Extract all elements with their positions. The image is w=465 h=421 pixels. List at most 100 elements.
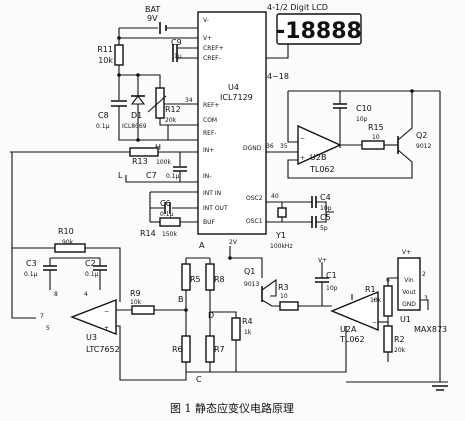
osc-ground [316, 201, 334, 223]
pin-34: 34 [185, 97, 193, 104]
c7-name: C7 [146, 171, 157, 180]
u4-pin-intout: INT OUT [203, 205, 228, 212]
u4-pin-inm: IN- [203, 173, 211, 180]
u3-opamp [70, 298, 117, 336]
lcd-display [276, 13, 362, 45]
r1-name: R1 [365, 285, 376, 294]
r15-resistor [361, 140, 385, 150]
node-a: A [199, 241, 205, 250]
r7-name: R7 [214, 345, 225, 354]
r15-value: 10 [372, 134, 380, 141]
c9-leads [178, 47, 198, 59]
c10-plates [333, 103, 347, 109]
c8-value: 0.1μ [96, 123, 110, 130]
node-b: B [178, 295, 184, 304]
u3-part: LTC7652 [86, 345, 120, 354]
u2b-name: U2B [310, 153, 326, 162]
r8-name: R8 [214, 275, 225, 284]
u4-name: U4 [228, 83, 239, 92]
c10-value: 10p [356, 116, 368, 123]
lcd-title: 4-1/2 Digit LCD [267, 3, 328, 12]
u4-pin-dgnd: DGND [243, 145, 262, 152]
r5-resistor [181, 263, 191, 291]
u2a-supply [210, 294, 353, 373]
pin-4: 4 [84, 291, 88, 298]
q1-collector [230, 257, 263, 278]
r14-value: 150k [162, 231, 177, 238]
u4-pin-refm: REF- [203, 130, 217, 137]
r4-lead [210, 311, 237, 318]
u3-pin-5: 5 [46, 325, 50, 332]
u2b-opamp [297, 124, 342, 166]
h-feedback [11, 152, 36, 319]
bridge-top [186, 246, 231, 259]
r6-name: R6 [172, 345, 183, 354]
u1-name: U1 [400, 315, 411, 324]
c5-name: C5 [320, 213, 331, 222]
battery-symbol [159, 22, 167, 34]
battery-value: 9V [147, 14, 158, 23]
junction [410, 89, 414, 93]
q1-value: 9013 [244, 281, 259, 288]
c7-value: 0.1μ [166, 173, 180, 180]
c7-plates [173, 166, 187, 172]
pin-40: 40 [271, 193, 279, 200]
r2-resistor [383, 325, 393, 353]
r12-arrow [147, 95, 167, 113]
u4-pin-crefp: CREF+ [203, 45, 224, 52]
r4-name: R4 [242, 317, 253, 326]
r4-value: 1k [244, 329, 252, 336]
u4-pin-refp: REF+ [203, 102, 219, 109]
u4-pin-osc2: OSC2 [246, 195, 263, 202]
l-wire [125, 175, 198, 183]
r3-name: R3 [278, 283, 289, 292]
lcd-bus-label: 4~18 [267, 72, 289, 81]
r12-value: 20k [165, 117, 177, 124]
d1-name: D1 [131, 111, 142, 120]
c3-c2-leads [49, 270, 101, 290]
r1-potentiometer [383, 285, 393, 317]
u4-pin-inp: IN+ [203, 147, 214, 154]
u2b-minus: − [300, 135, 305, 142]
r11-name: R11 [97, 45, 113, 54]
r14-resistor [159, 217, 181, 227]
c6-name: C6 [160, 199, 171, 208]
c4-value: 10p [320, 205, 332, 212]
u2a-minus: − [372, 319, 377, 326]
q1-name: Q1 [244, 267, 255, 276]
u1-pins [388, 277, 429, 310]
r1-value: 10k [370, 297, 382, 304]
bridge-arms [185, 258, 211, 336]
c1-lead-b [321, 282, 332, 307]
c8-plates [111, 100, 127, 107]
q2-value: 9012 [416, 143, 431, 150]
c9-value: 1μ [174, 53, 182, 60]
c3-value: 0.1μ [24, 271, 38, 278]
c6-plates [164, 202, 171, 214]
u1-gnd: GND [402, 301, 416, 308]
node-l: L [118, 171, 123, 180]
u3-name: U3 [86, 333, 97, 342]
r6-resistor [181, 335, 191, 363]
u2b-feedback [287, 91, 298, 143]
y1-crystal [277, 207, 287, 218]
ground-symbol [432, 385, 448, 391]
pin-6: 6 [386, 277, 390, 284]
u4-chip [197, 11, 267, 235]
r12-leads [159, 103, 198, 126]
dgnd-net [266, 144, 362, 153]
r14-name: R14 [140, 229, 156, 238]
com-net [167, 125, 198, 141]
junction [184, 308, 188, 312]
r5-name: R5 [190, 275, 201, 284]
u1-chip [397, 257, 421, 311]
u4-pin-crefm: CREF- [203, 55, 221, 62]
pin-2: 2 [422, 271, 426, 278]
r10-value: 90k [62, 239, 74, 246]
u4-pin-vplus: V+ [203, 35, 212, 42]
y1-name: Y1 [275, 231, 286, 240]
r8-resistor [205, 263, 215, 291]
u2a-opamp [330, 290, 379, 332]
